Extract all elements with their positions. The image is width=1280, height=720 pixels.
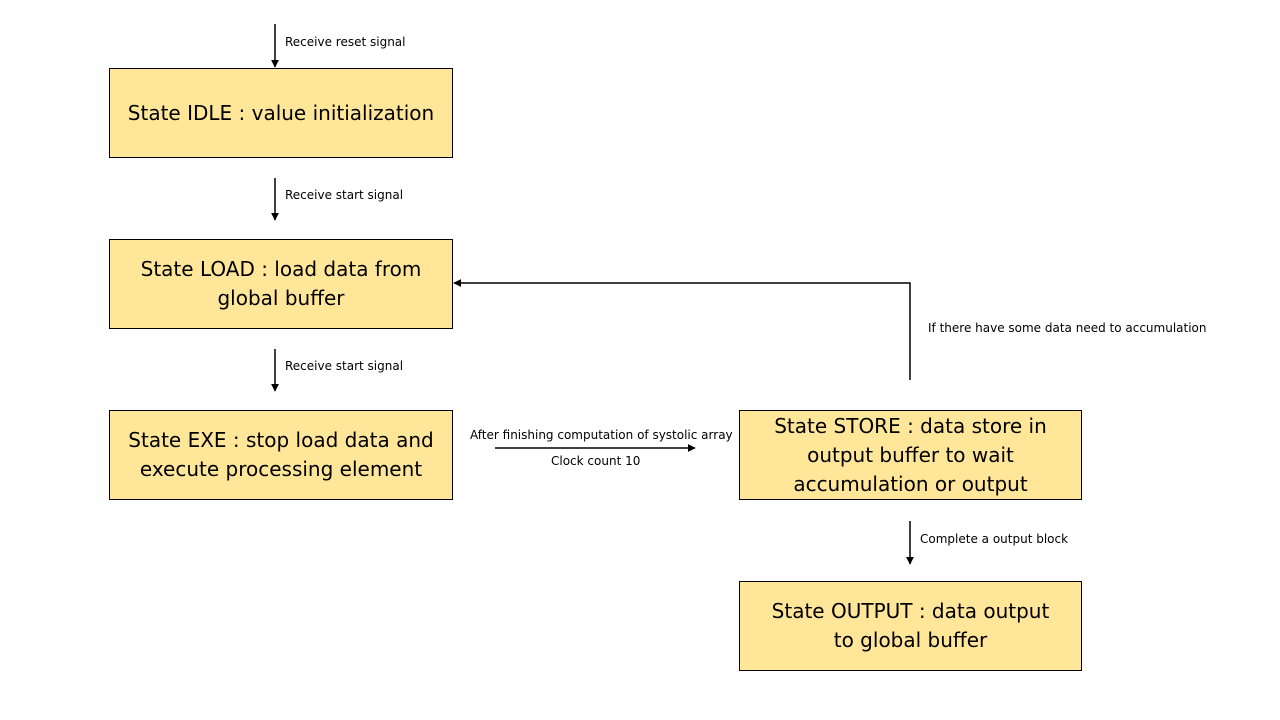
state-store-box: State STORE : data store in output buffe… <box>739 410 1082 500</box>
state-load-box: State LOAD : load data from global buffe… <box>109 239 453 329</box>
clock-count-label: Clock count 10 <box>551 454 641 468</box>
store-to-load-label: If there have some data need to accumula… <box>928 321 1207 335</box>
store-to-load-arrow <box>453 279 911 380</box>
state-exe-box: State EXE : stop load data and execute p… <box>109 410 453 500</box>
reset-signal-label: Receive reset signal <box>285 35 406 49</box>
state-idle-box: State IDLE : value initialization <box>109 68 453 158</box>
store-to-output-label: Complete a output block <box>920 532 1069 546</box>
exe-to-store-label: After finishing computation of systolic … <box>470 428 733 442</box>
load-to-exe-label: Receive start signal <box>285 359 404 373</box>
state-output-box: State OUTPUT : data output to global buf… <box>739 581 1082 671</box>
idle-to-load-label: Receive start signal <box>285 188 404 202</box>
